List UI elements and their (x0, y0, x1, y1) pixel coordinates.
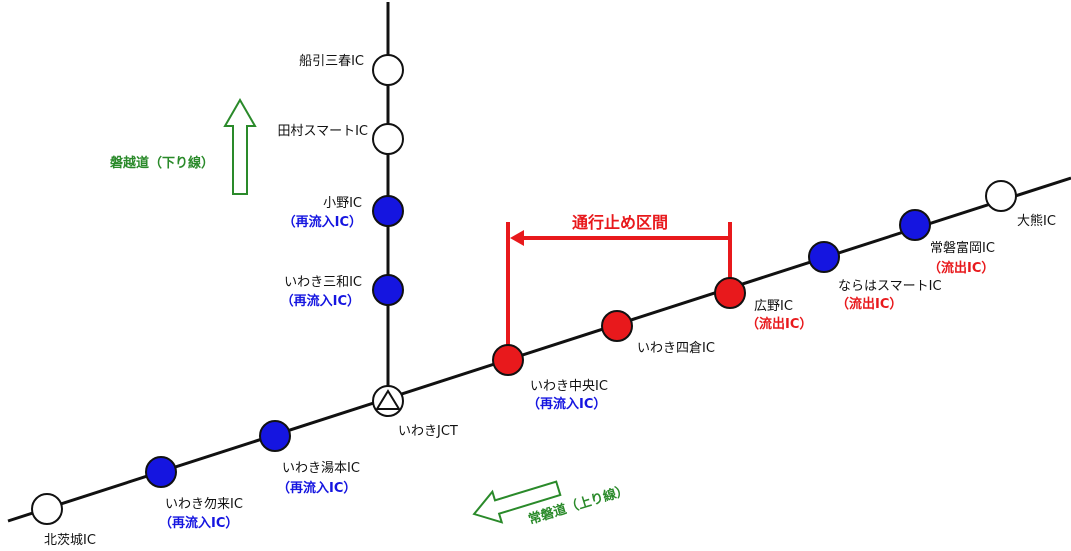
node-name-chuo: いわき中央IC (530, 379, 608, 394)
node-sub-chuo: （再流入IC） (527, 396, 606, 412)
node-sub-nakoso: （再流入IC） (159, 515, 238, 531)
closure-arrowhead (510, 230, 524, 246)
banetsu-direction-label: 磐越道（下り線） (110, 155, 214, 171)
node-marker-yumoto (259, 420, 291, 452)
node-marker-miwa (372, 274, 404, 306)
node-name-naraha: ならはスマートIC (838, 279, 942, 294)
joban-direction-arrow (472, 480, 562, 524)
node-name-jct: いわきJCT (398, 424, 458, 439)
node-marker-naraha (808, 241, 840, 273)
node-marker-ono (372, 195, 404, 227)
banetsu-direction-arrow (223, 97, 257, 195)
node-name-ono: 小野IC (323, 196, 362, 211)
node-sub-hirono: （流出IC） (746, 316, 812, 332)
node-name-miwa: いわき三和IC (284, 275, 362, 290)
node-marker-chuo (492, 344, 524, 376)
node-marker-kitaibaraki (31, 493, 63, 525)
node-marker-hirono (714, 277, 746, 309)
closure-title: 通行止め区間 (572, 213, 668, 232)
node-marker-yotsukura (601, 310, 633, 342)
joban-expressway-line (7, 176, 1071, 523)
node-name-hirono: 広野IC (754, 299, 793, 314)
node-name-kitaibaraki: 北茨城IC (44, 533, 96, 548)
node-marker-tomioka (899, 209, 931, 241)
node-sub-yumoto: （再流入IC） (277, 480, 356, 496)
left-arrow-icon (472, 480, 562, 524)
node-name-tomioka: 常磐富岡IC (930, 240, 995, 256)
up-arrow-icon (223, 97, 257, 195)
node-name-funehiki: 船引三春IC (299, 54, 364, 69)
node-name-yotsukura: いわき四倉IC (637, 341, 715, 356)
node-sub-naraha: （流出IC） (836, 296, 902, 312)
node-sub-miwa: （再流入IC） (281, 293, 360, 309)
node-name-tamura: 田村スマートIC (277, 124, 368, 139)
node-name-nakoso: いわき勿来IC (165, 497, 243, 512)
junction-triangle-icon (375, 389, 401, 410)
node-sub-tomioka: （流出IC） (928, 260, 994, 276)
node-marker-funehiki (372, 54, 404, 86)
node-marker-okuma (985, 180, 1017, 212)
node-marker-tamura (372, 123, 404, 155)
node-name-okuma: 大熊IC (1017, 213, 1056, 229)
node-name-yumoto: いわき湯本IC (282, 461, 360, 476)
node-sub-ono: （再流入IC） (283, 214, 362, 230)
node-marker-nakoso (145, 456, 177, 488)
